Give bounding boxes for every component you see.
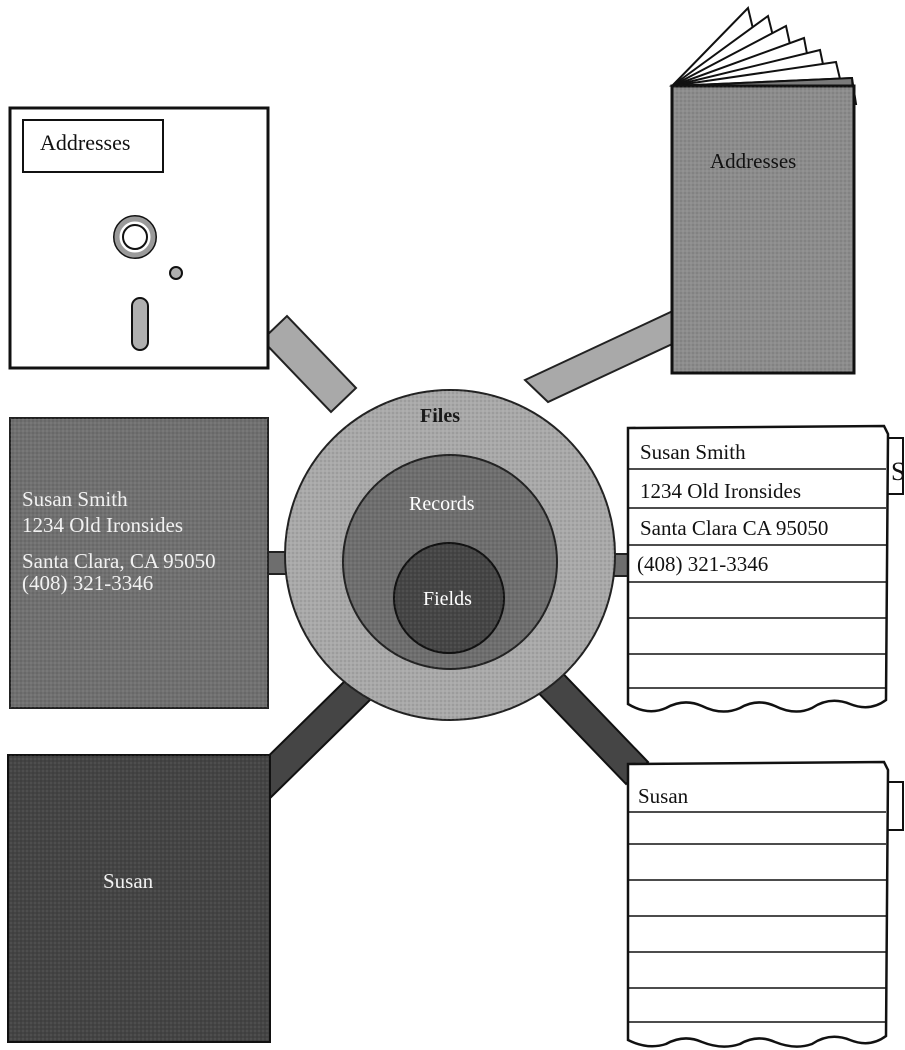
record-panel-line: 1234 Old Ironsides [22,513,183,537]
hierarchy-rings: Files Records Fields [284,389,616,721]
record-panel-line: (408) 321-3346 [22,571,153,595]
record-card-line: 1234 Old Ironsides [640,479,801,503]
files-label: Files [420,405,460,427]
files-connector-to-disk [260,314,358,414]
record-panel: Susan Smith 1234 Old Ironsides Santa Cla… [9,417,269,709]
disk-label: Addresses [40,130,130,155]
field-card: Susan [626,760,904,1048]
record-card-line: Susan Smith [640,440,746,464]
disk-label-box [22,119,164,173]
book-title: Addresses [710,149,796,173]
floppy-disk-icon: Addresses [8,106,270,370]
record-card-outline [626,424,890,713]
record-card-line: (408) 321-3346 [637,552,768,576]
field-card-outline [626,760,890,1048]
field-panel: Susan [7,754,271,1043]
address-book-icon: Addresses [668,6,858,375]
record-card-line: Santa Clara CA 95050 [640,516,828,540]
record-panel-line: Santa Clara, CA 95050 [22,549,216,573]
record-card-tab-letter: S [891,457,905,486]
fields-label: Fields [423,588,472,610]
field-panel-value: Susan [103,869,154,893]
field-card-value: Susan [638,784,689,808]
records-label: Records [409,493,475,515]
record-card: S Susan Smith 1234 Old Ironsides Santa C… [626,424,905,713]
record-panel-line: Susan Smith [22,487,128,511]
